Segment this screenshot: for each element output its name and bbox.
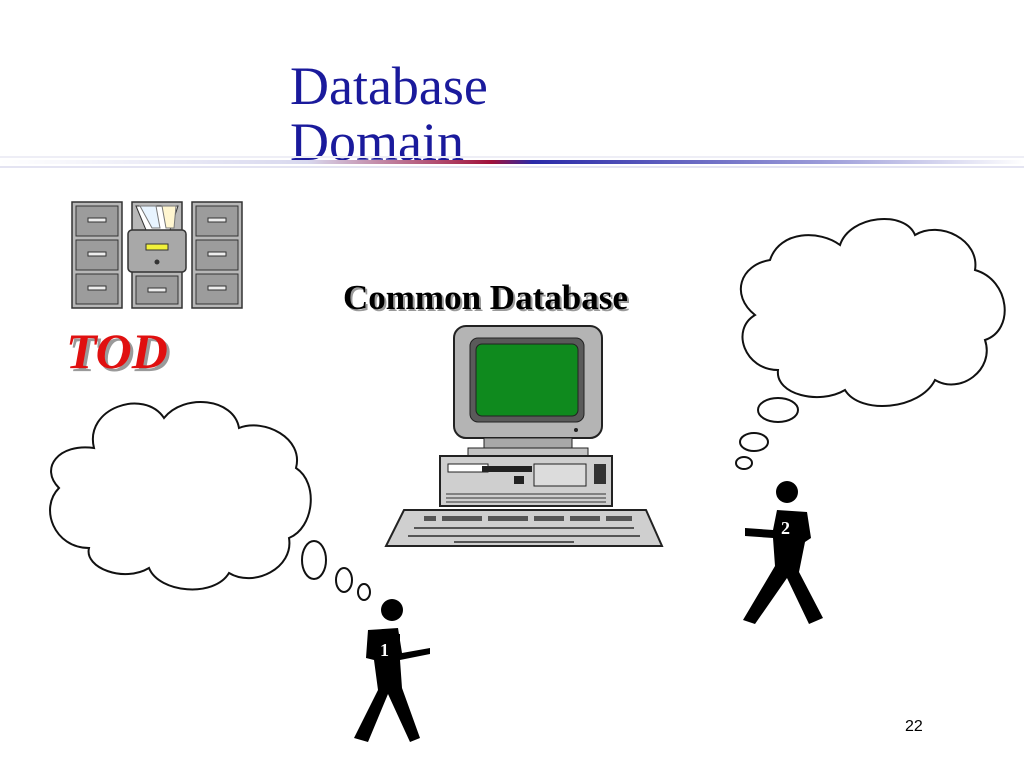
thought-bubble-icon	[49, 401, 371, 601]
person-1-badge: 1	[380, 640, 389, 660]
tod-label: TOD	[66, 323, 168, 379]
walking-person-icon: 1	[354, 599, 430, 742]
walking-person-icon: 2	[743, 481, 823, 624]
title-divider	[0, 156, 1024, 168]
file-cabinets-icon	[71, 201, 243, 309]
person-2-badge: 2	[781, 518, 790, 538]
common-database-label: Common Database	[343, 278, 628, 317]
desktop-computer-icon	[384, 325, 664, 547]
page-number: 22	[905, 718, 923, 735]
thought-bubble-icon	[735, 218, 1006, 470]
title-line-1: Database	[290, 56, 488, 116]
slide-title: Database Domain	[290, 58, 710, 170]
